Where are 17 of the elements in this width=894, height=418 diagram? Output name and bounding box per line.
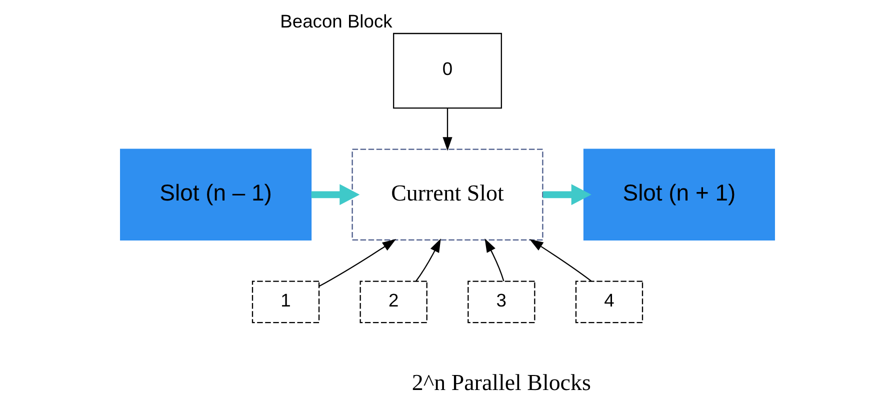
node-box: 3 (467, 280, 535, 324)
arrow (318, 239, 396, 287)
arrow (484, 238, 504, 282)
node-box: Slot (n + 1) (582, 148, 774, 241)
node-box: 2 (359, 280, 427, 324)
arrow (310, 184, 360, 206)
node-box: 0 (392, 32, 502, 109)
node-label: Beacon Block (280, 10, 392, 32)
node-box: 1 (251, 280, 320, 324)
label: 2^n Parallel Blocks (411, 370, 590, 396)
node-box: Current Slot (351, 148, 543, 241)
node-box: 4 (574, 280, 643, 324)
node-box: Slot (n – 1) (120, 148, 312, 241)
arrow (442, 108, 452, 151)
arrow (415, 238, 440, 282)
arrow (528, 239, 592, 282)
arrow (542, 184, 591, 206)
